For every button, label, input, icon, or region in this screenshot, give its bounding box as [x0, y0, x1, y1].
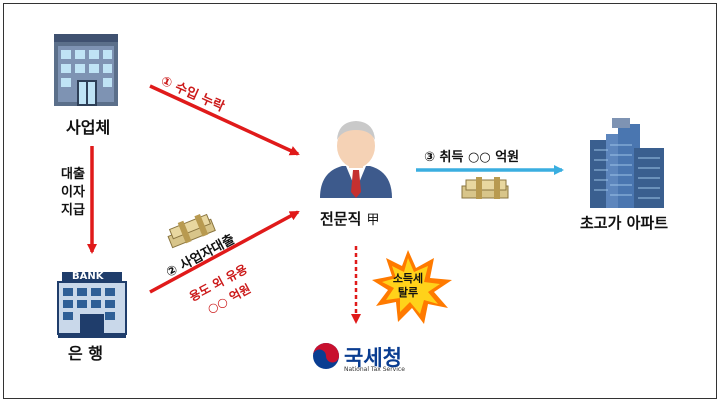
loan-interest-line-1: 대출: [61, 167, 85, 182]
step3-label: ③ 취득 ○○ 억원: [424, 150, 520, 165]
burst-label: 소득세 탈루: [386, 272, 430, 300]
nts-logo-icon: [313, 343, 339, 369]
company-label: 사업체: [66, 118, 111, 137]
money-stack-icon: [461, 177, 509, 199]
burst-line-2: 탈루: [397, 286, 419, 299]
loan-interest-line-3: 지급: [61, 203, 85, 218]
arrow-company-to-professional: [149, 84, 300, 156]
tax-evasion-burst: [372, 250, 452, 324]
nts-sublabel: National Tax Service: [344, 366, 405, 373]
professional-title: 전문직: [320, 210, 362, 228]
luxury-apartment-icon: [590, 118, 664, 208]
bank-building-icon: [57, 272, 127, 338]
nts-label: 국세청: [344, 346, 402, 370]
money-stack-icon: [167, 213, 216, 249]
bank-sign-label: BANK: [72, 271, 104, 282]
loan-interest-line-2: 이자: [61, 185, 85, 200]
bank-label: 은 행: [68, 344, 104, 363]
professional-suffix: 甲: [366, 213, 380, 228]
apartment-label: 초고가 아파트: [580, 214, 669, 232]
company-building-icon: [54, 34, 118, 106]
burst-line-1: 소득세: [392, 272, 424, 285]
professional-label: 전문직 甲: [320, 208, 380, 229]
arrow-bank-to-professional: [149, 210, 300, 294]
professional-person-icon: [320, 121, 392, 198]
loan-interest-label: 대출 이자 지급: [58, 166, 88, 220]
